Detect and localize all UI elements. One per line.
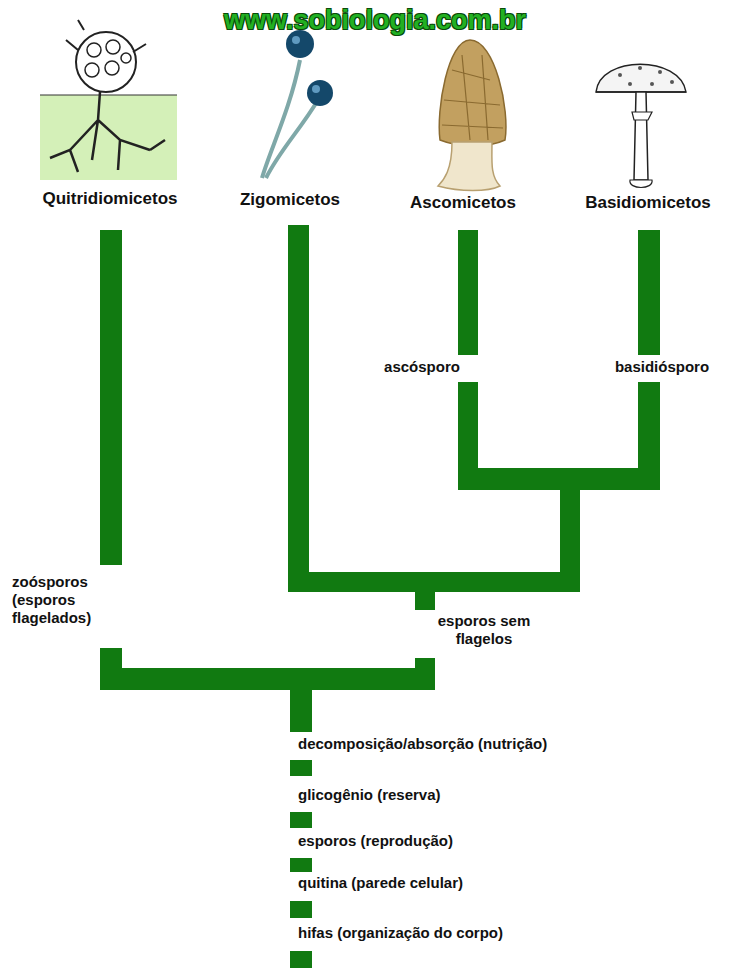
group-name: Basidiomicetos	[583, 193, 713, 213]
group-name: Ascomicetos	[408, 193, 518, 213]
group-name: Zigomicetos	[238, 190, 342, 210]
group-name: Quitridiomicetos	[40, 189, 179, 209]
trait-label: decomposição/absorção (nutrição)	[296, 735, 549, 753]
morel-illustration	[438, 40, 506, 191]
watermark: www.sobiologia.com.br	[222, 4, 528, 36]
trait-label: glicogênio (reserva)	[296, 786, 443, 804]
zygomycete-illustration	[262, 30, 333, 178]
trait-label: zoósporos (esporos flagelados)	[10, 573, 119, 627]
trait-label: esporos (reprodução)	[296, 832, 455, 850]
trait-label: hifas (organização do corpo)	[296, 924, 505, 942]
trait-label: ascósporo	[382, 358, 462, 376]
trait-label: quitina (parede celular)	[296, 874, 465, 892]
cladogram-branches	[100, 225, 660, 968]
trait-label: basidiósporo	[613, 358, 711, 376]
chytrid-illustration	[40, 20, 177, 180]
amanita-illustration	[596, 64, 686, 187]
trait-label: esporos sem flagelos	[412, 612, 556, 648]
